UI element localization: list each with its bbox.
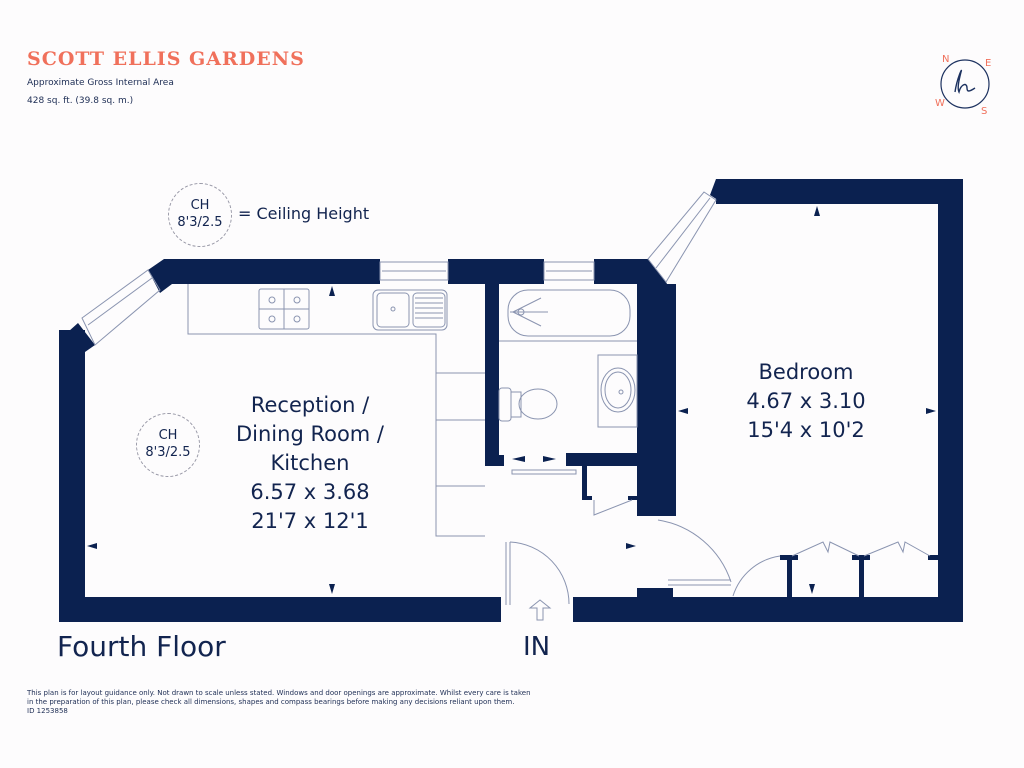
ceiling-height-legend-badge: CH 8'3/2.5 — [168, 183, 232, 247]
room-name-line: Kitchen — [270, 451, 350, 475]
floor-label: Fourth Floor — [57, 630, 226, 663]
ch-label: CH — [158, 428, 178, 443]
disclaimer-line: This plan is for layout guidance only. N… — [27, 689, 531, 697]
room-label-bedroom: Bedroom 4.67 x 3.10 15'4 x 10'2 — [706, 358, 906, 445]
compass-n: N — [942, 54, 949, 65]
area-value: 428 sq. ft. (39.8 sq. m.) — [27, 96, 134, 106]
room-name-line: Reception / — [250, 393, 370, 417]
room-name-line: Bedroom — [758, 360, 854, 384]
compass-logo-icon: N E W S — [935, 54, 991, 117]
ch-value: 8'3/2.5 — [177, 215, 223, 230]
compass-e: E — [985, 58, 991, 69]
disclaimer-line: in the preparation of this plan, please … — [27, 698, 515, 706]
reception-ceiling-badge: CH 8'3/2.5 — [136, 413, 200, 477]
ch-value: 8'3/2.5 — [145, 445, 191, 460]
room-dimension-imperial: 15'4 x 10'2 — [747, 418, 865, 442]
room-dimension-metric: 4.67 x 3.10 — [746, 389, 866, 413]
compass-s: S — [981, 106, 987, 117]
room-label-reception: Reception / Dining Room / Kitchen 6.57 x… — [200, 391, 420, 536]
fixtures — [81, 191, 931, 621]
compass-w: W — [935, 98, 945, 109]
property-title: SCOTT ELLIS GARDENS — [27, 48, 305, 70]
disclaimer: This plan is for layout guidance only. N… — [27, 689, 547, 716]
area-label: Approximate Gross Internal Area — [27, 78, 174, 88]
ceiling-height-legend-text: = Ceiling Height — [238, 204, 370, 223]
room-dimension-metric: 6.57 x 3.68 — [250, 480, 370, 504]
room-name-line: Dining Room / — [235, 422, 384, 446]
plan-id: ID 1253858 — [27, 707, 68, 715]
dimension-markers — [87, 206, 936, 594]
entrance-label: IN — [523, 632, 551, 662]
ch-label: CH — [190, 198, 210, 213]
walls — [59, 179, 963, 622]
room-dimension-imperial: 21'7 x 12'1 — [251, 509, 369, 533]
